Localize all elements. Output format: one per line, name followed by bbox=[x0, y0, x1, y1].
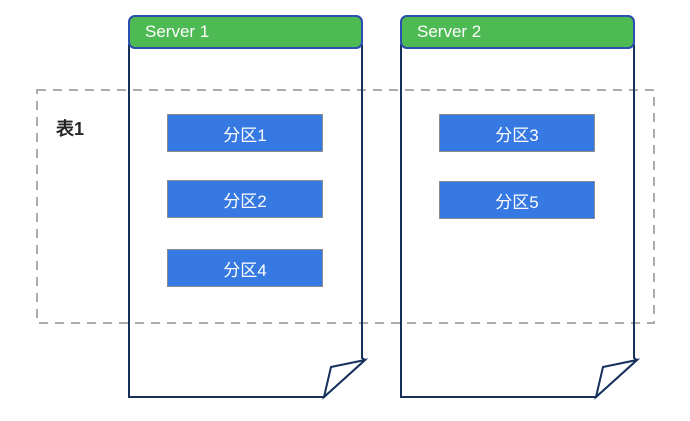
server-1-header: Server 1 bbox=[128, 15, 363, 49]
page-fold-corner-icon bbox=[322, 358, 368, 400]
server-2-card: Server 2 分区3 分区5 bbox=[400, 15, 640, 401]
server-1-card: Server 1 分区1 分区2 分区4 bbox=[128, 15, 368, 401]
page-outline bbox=[128, 44, 367, 398]
server-2-header: Server 2 bbox=[400, 15, 635, 49]
partition-3-block: 分区3 bbox=[439, 114, 595, 152]
partition-5-block: 分区5 bbox=[439, 181, 595, 219]
table-boundary-rect bbox=[36, 89, 655, 324]
table-label: 表1 bbox=[56, 119, 85, 139]
page-fold-corner-icon bbox=[594, 358, 640, 400]
page-outline bbox=[400, 44, 639, 398]
partition-1-block: 分区1 bbox=[167, 114, 323, 152]
partition-2-block: 分区2 bbox=[167, 180, 323, 218]
partition-4-block: 分区4 bbox=[167, 249, 323, 287]
table-boundary bbox=[36, 89, 655, 324]
